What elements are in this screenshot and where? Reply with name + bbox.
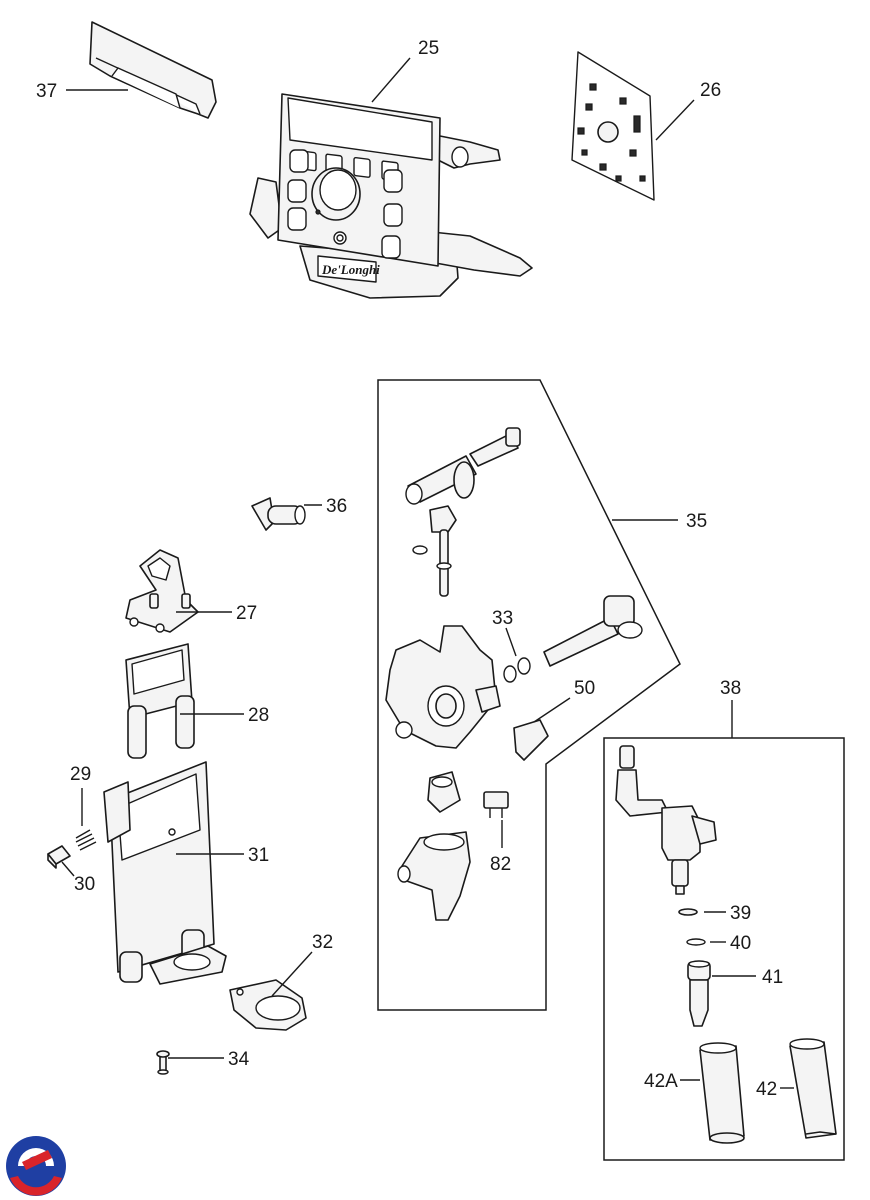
callout-35: 35	[686, 511, 707, 532]
part-25-control-panel	[249, 93, 533, 299]
part-29-spring	[75, 829, 97, 851]
callout-36: 36	[326, 496, 347, 517]
part-35-connector	[427, 771, 461, 813]
part-35-outlet-valve	[397, 831, 471, 921]
callout-42a: 42A	[644, 1071, 678, 1092]
part-42-tube	[789, 1038, 837, 1139]
callout-82: 82	[490, 854, 511, 875]
part-35-right-shaft	[543, 595, 643, 667]
leader-30	[61, 861, 75, 877]
group-35-frame	[377, 379, 681, 1011]
callout-33: 33	[492, 608, 513, 629]
part-27-bracket	[125, 549, 199, 633]
leader-50	[533, 697, 571, 723]
callout-34: 34	[228, 1049, 250, 1070]
callout-39: 39	[730, 903, 751, 924]
part-28-guide-block	[125, 643, 195, 759]
callout-28: 28	[248, 705, 269, 726]
callout-37: 37	[36, 81, 57, 102]
leader-25	[371, 57, 411, 103]
callout-32: 32	[312, 932, 333, 953]
callout-26: 26	[700, 80, 721, 101]
callout-31: 31	[248, 845, 269, 866]
part-40-washer	[686, 938, 706, 946]
leader-26	[655, 99, 695, 141]
callout-42: 42	[756, 1079, 777, 1100]
part-35-valve-body	[385, 625, 501, 749]
part-41-tip	[687, 960, 711, 1027]
corner-logo	[6, 1136, 66, 1196]
part-32-tray-plate	[229, 979, 307, 1031]
callout-40: 40	[730, 933, 751, 954]
part-82-micro-switch	[483, 791, 509, 818]
part-31-main-housing	[103, 761, 227, 985]
leader-32	[271, 951, 313, 997]
part-26-circuit-board	[571, 51, 655, 201]
part-36-lever-pin	[251, 497, 306, 531]
callout-27: 27	[236, 603, 257, 624]
part-42a-tube	[699, 1042, 745, 1144]
part-33-oring-b	[517, 657, 531, 675]
part-33-oring-a	[503, 665, 517, 683]
part-50-clip	[513, 719, 549, 761]
callout-29: 29	[70, 764, 91, 785]
brand-logo-text: De'Longhi	[321, 262, 380, 277]
part-35-shaft-gear	[405, 427, 521, 505]
callout-50: 50	[574, 678, 595, 699]
callout-25: 25	[418, 38, 439, 59]
callout-38: 38	[720, 678, 741, 699]
part-39-washer	[678, 908, 698, 916]
part-30-cap	[47, 845, 71, 869]
part-38-steam-nozzle	[615, 745, 717, 895]
leader-33	[505, 627, 517, 657]
part-35-washer	[412, 545, 428, 555]
part-34-screw	[156, 1050, 170, 1075]
callout-30: 30	[74, 874, 95, 895]
callout-41: 41	[762, 967, 783, 988]
group-38-frame	[603, 737, 845, 1161]
part-35-spindle	[429, 505, 457, 597]
part-37-cover-strip	[89, 21, 217, 119]
